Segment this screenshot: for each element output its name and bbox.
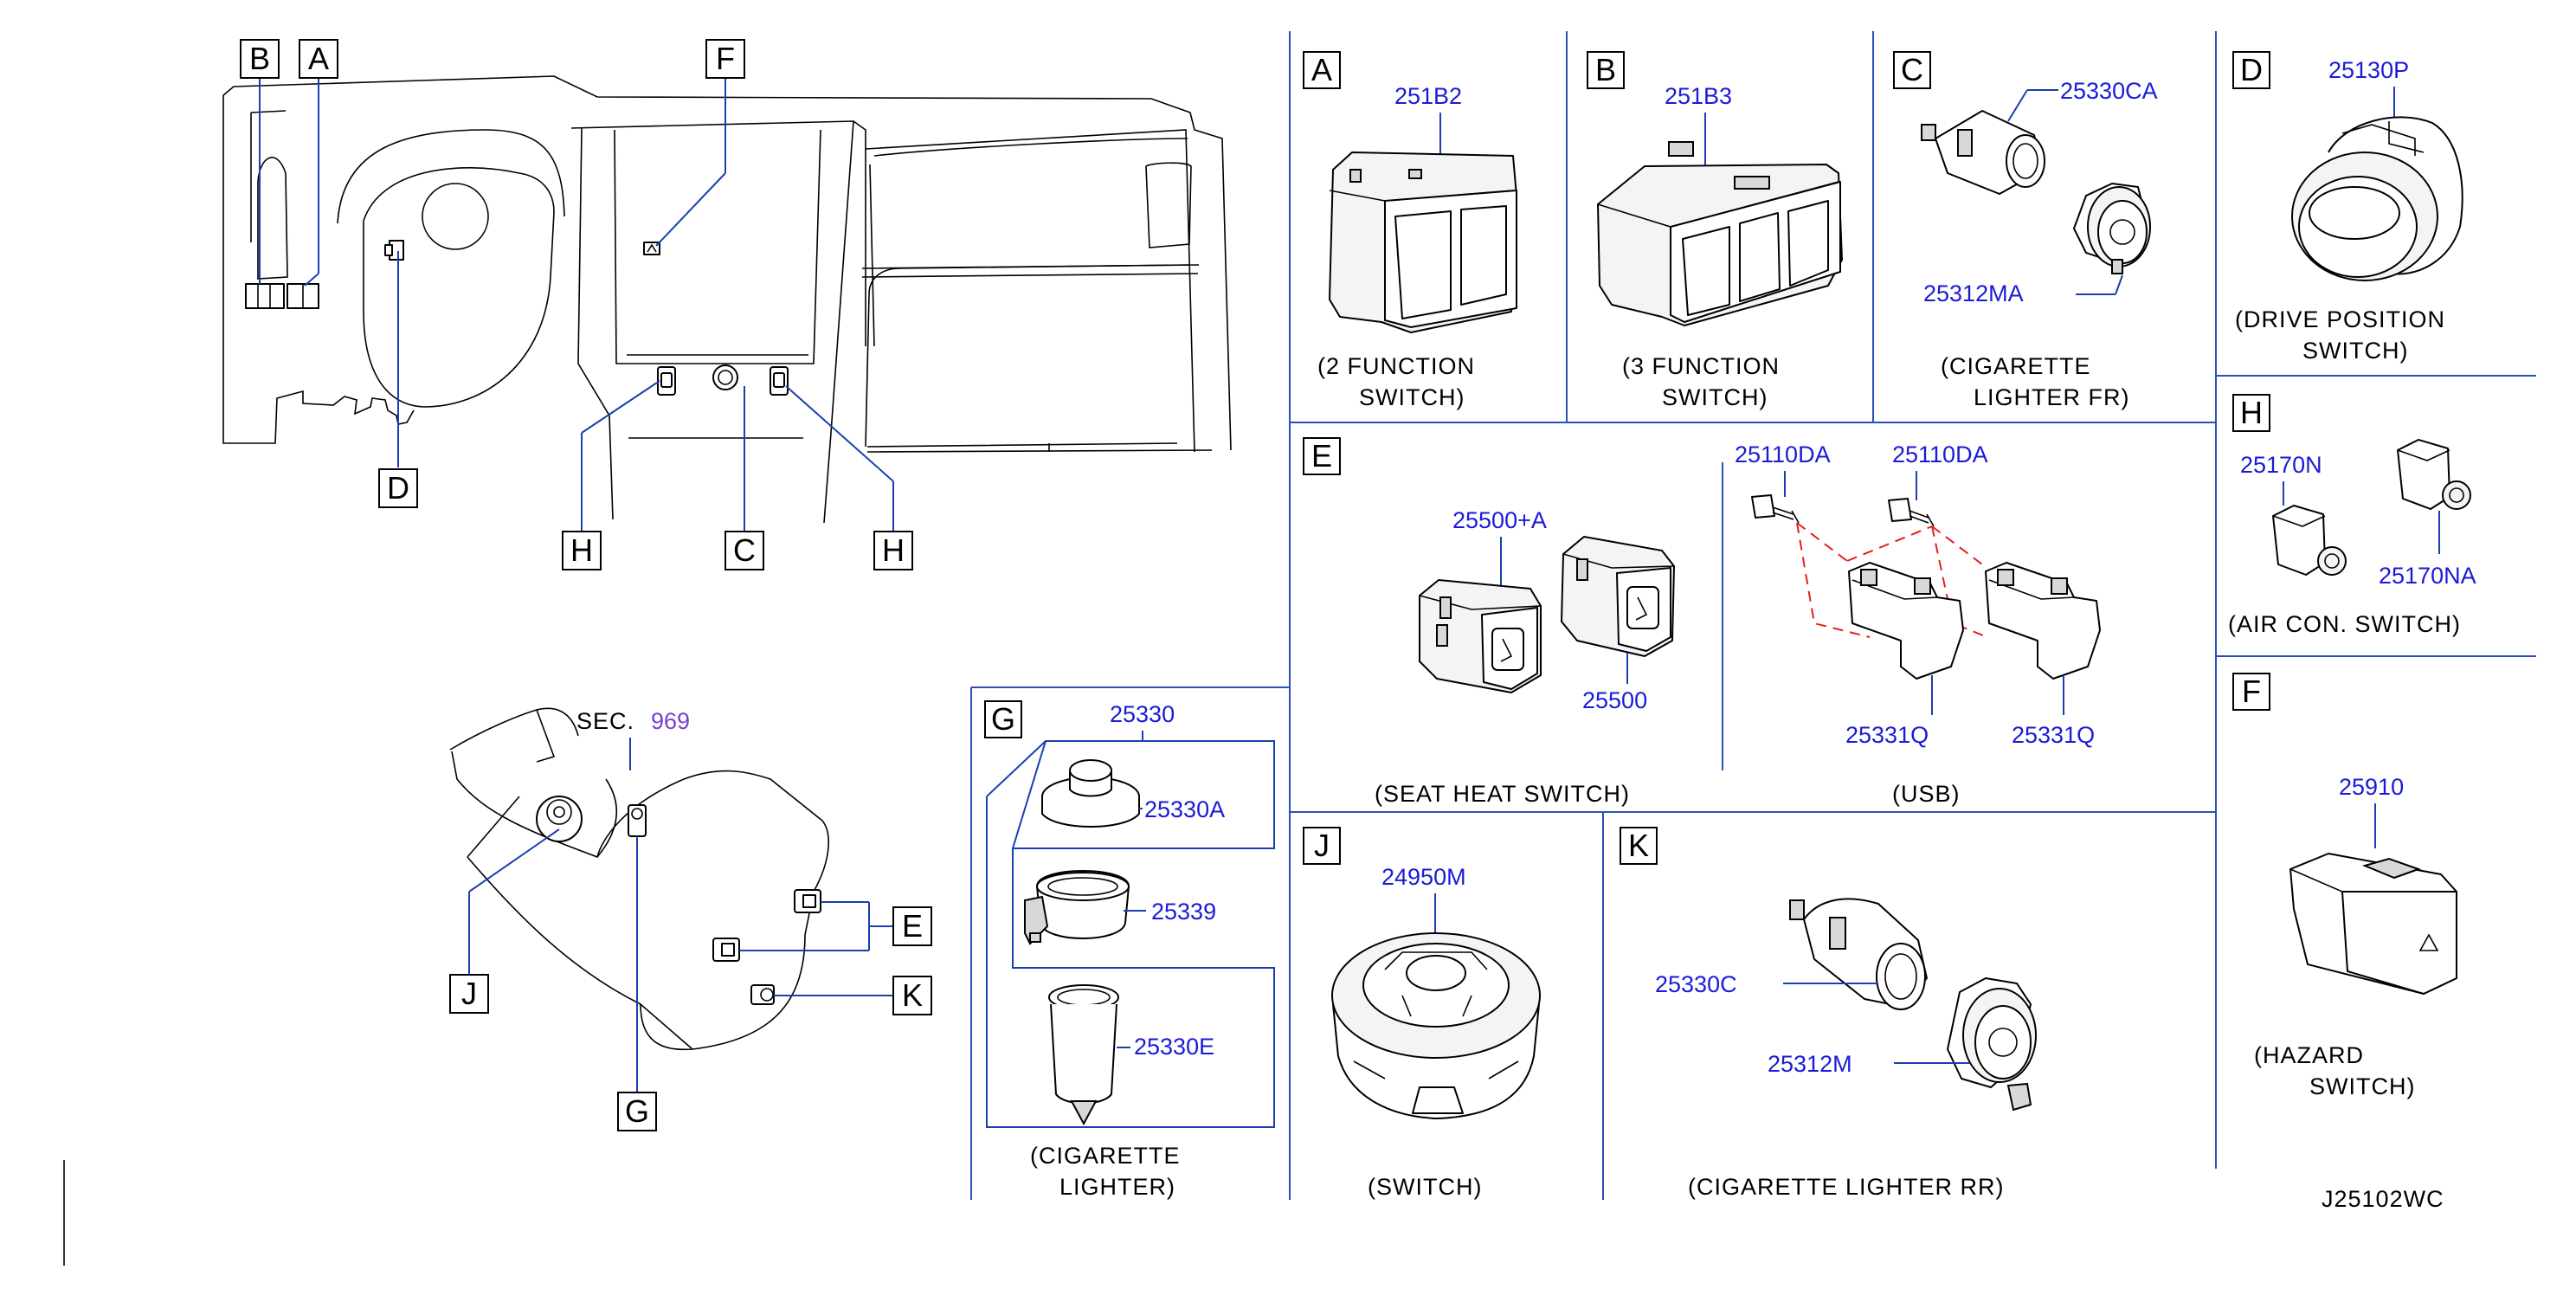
callout-label-f: F: [716, 41, 735, 76]
part-25312M[interactable]: 25312M: [1768, 1051, 1852, 1077]
part-25110DA-left[interactable]: 25110DA: [1735, 441, 1831, 467]
panel-k: K 25330C 25312M (CIGARETTE LIGHTER RR): [1620, 827, 2037, 1200]
callout-label-e: E: [902, 908, 923, 944]
panel-a: A 251B2 (2 FUNCTION SWITCH): [1303, 51, 1517, 410]
callout-label-h-left: H: [570, 532, 593, 568]
part-251B2[interactable]: 251B2: [1394, 83, 1462, 109]
panel-j-letter: J: [1314, 828, 1330, 863]
callout-box-h-right: [873, 531, 913, 570]
part-25170N[interactable]: 25170N: [2240, 452, 2322, 478]
panel-b-caption-2: SWITCH): [1662, 384, 1768, 410]
part-25170NA[interactable]: 25170NA: [2379, 563, 2476, 589]
panel-j-caption: (SWITCH): [1368, 1174, 1482, 1200]
part-25312MA[interactable]: 25312MA: [1923, 280, 2024, 306]
panel-g-letter: G: [991, 701, 1015, 737]
panel-b-caption-1: (3 FUNCTION: [1622, 353, 1780, 379]
part-25339[interactable]: 25339: [1151, 899, 1216, 925]
panel-h: H 25170N 25170NA (AIR CON. SWITCH): [2228, 394, 2476, 637]
callout-box-d: [378, 468, 418, 508]
callout-box-j: [449, 974, 489, 1014]
part-25500+A[interactable]: 25500+A: [1452, 507, 1547, 533]
callout-label-h-right: H: [882, 532, 905, 568]
callout-label-j: J: [461, 976, 477, 1011]
diagram-code: J25102WC: [2322, 1186, 2444, 1212]
panel-b: B 251B3 (3 FUNCTION SWITCH): [1587, 51, 1843, 410]
section-prefix: SEC.: [576, 708, 634, 734]
callout-box-k: [892, 976, 932, 1015]
panel-b-letter: B: [1595, 52, 1616, 87]
console-overview: [449, 707, 829, 1051]
panel-f-letter: F: [2242, 674, 2261, 709]
panel-e-letter: E: [1311, 438, 1332, 474]
callout-label-b: B: [249, 41, 270, 76]
panel-c-letter: C: [1901, 52, 1923, 87]
panel-d-letter: D: [2240, 52, 2263, 87]
dashboard-overview: [222, 75, 1232, 524]
part-25330CA[interactable]: 25330CA: [2060, 78, 2158, 104]
panel-f-caption-1: (HAZARD: [2254, 1042, 2364, 1068]
part-25330A[interactable]: 25330A: [1144, 796, 1225, 822]
panel-k-caption: (CIGARETTE LIGHTER RR): [1688, 1174, 2005, 1200]
panel-h-caption: (AIR CON. SWITCH): [2228, 611, 2461, 637]
panel-a-caption-1: (2 FUNCTION: [1317, 353, 1475, 379]
panel-e-caption-seat: (SEAT HEAT SWITCH): [1375, 781, 1630, 807]
part-25110DA-right[interactable]: 25110DA: [1892, 441, 1988, 467]
callout-box-c: [724, 531, 764, 570]
panel-j: J 24950M (SWITCH): [1303, 827, 1541, 1200]
callout-label-c: C: [733, 532, 756, 568]
panel-k-letter: K: [1628, 828, 1649, 863]
callout-box-h-left: [562, 531, 602, 570]
panel-a-letter: A: [1311, 52, 1332, 87]
panel-e-caption-usb: (USB): [1892, 781, 1961, 807]
panel-f: F 25910 (HAZARD SWITCH): [2232, 673, 2457, 1099]
callout-label-a: A: [308, 41, 329, 76]
panel-c-caption-2: LIGHTER FR): [1974, 384, 2130, 410]
panel-dividers: [63, 31, 2536, 1266]
part-25330C[interactable]: 25330C: [1655, 971, 1737, 997]
callout-box-a: [299, 39, 338, 79]
part-25331Q-right[interactable]: 25331Q: [2012, 722, 2095, 748]
callout-label-d: D: [387, 470, 409, 506]
callout-box-f: [705, 39, 745, 79]
callout-label-k: K: [902, 977, 923, 1013]
part-25910[interactable]: 25910: [2339, 774, 2404, 800]
panel-g-caption-1: (CIGARETTE: [1030, 1143, 1181, 1169]
part-25331Q-left[interactable]: 25331Q: [1845, 722, 1929, 748]
panel-d-caption-1: (DRIVE POSITION: [2235, 306, 2445, 332]
panel-d: D 25130P (DRIVE POSITION SWITCH): [2232, 51, 2463, 364]
panel-g: G 25330 25330A 25339 25330E (CIGARETTE L…: [984, 700, 1275, 1200]
part-25130P[interactable]: 25130P: [2328, 57, 2409, 83]
callout-box-e: [892, 906, 932, 946]
part-251B3[interactable]: 251B3: [1665, 83, 1732, 109]
panel-d-caption-2: SWITCH): [2302, 338, 2408, 364]
section-number[interactable]: 969: [651, 708, 690, 734]
panel-c-caption-1: (CIGARETTE: [1941, 353, 2091, 379]
callout-box-b: [240, 39, 280, 79]
part-25330[interactable]: 25330: [1110, 701, 1175, 727]
callout-label-g: G: [625, 1093, 649, 1129]
callout-box-g: [617, 1092, 657, 1131]
panel-g-caption-2: LIGHTER): [1059, 1174, 1175, 1200]
overview-callouts: B A F D H C H: [240, 39, 913, 570]
panel-a-caption-2: SWITCH): [1359, 384, 1465, 410]
panel-f-caption-2: SWITCH): [2309, 1073, 2415, 1099]
part-25330E[interactable]: 25330E: [1134, 1034, 1214, 1060]
part-25500[interactable]: 25500: [1582, 687, 1647, 713]
panel-c: C 25330CA 25312MA (CIGARETTE LIGHTER FR): [1893, 51, 2158, 410]
panel-e: E 25500+A 25500 (SEAT HEAT SWITCH) 25110…: [1303, 437, 2101, 807]
part-24950M[interactable]: 24950M: [1381, 864, 1466, 890]
panel-h-letter: H: [2240, 395, 2263, 430]
console-callouts: SEC. 969 E K J G: [449, 708, 932, 1131]
